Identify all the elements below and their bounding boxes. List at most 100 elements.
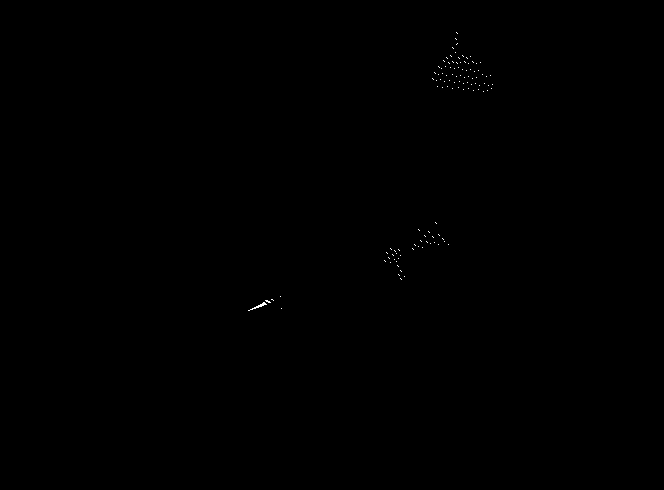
point-source [264, 303, 265, 304]
point-source [400, 270, 401, 271]
point-source [418, 229, 419, 230]
point-source [440, 79, 441, 80]
point-source [438, 244, 439, 245]
point-source [267, 300, 268, 301]
point-source [445, 66, 446, 67]
point-source [427, 242, 428, 243]
point-source [464, 77, 465, 78]
point-source [394, 259, 395, 260]
point-source [400, 255, 401, 256]
point-source [452, 61, 453, 62]
point-source [457, 33, 458, 34]
point-source [260, 306, 261, 307]
point-source [399, 275, 400, 276]
point-source [255, 308, 256, 309]
point-source [487, 90, 488, 91]
point-source [419, 230, 420, 231]
point-source [462, 55, 463, 56]
point-source [388, 257, 389, 258]
point-source [404, 276, 405, 277]
point-source [442, 238, 443, 239]
point-source [458, 87, 459, 88]
point-source [396, 253, 397, 254]
point-source [458, 67, 459, 68]
point-source [262, 305, 263, 306]
point-source [478, 70, 479, 71]
point-source [462, 69, 463, 70]
point-source [432, 236, 433, 237]
point-source [490, 75, 491, 76]
point-source [266, 304, 267, 305]
point-source [259, 306, 260, 307]
point-source [473, 62, 474, 63]
point-source [422, 247, 423, 248]
point-source [272, 299, 273, 300]
point-source [266, 300, 267, 301]
point-source [436, 80, 437, 81]
point-source [463, 56, 464, 57]
point-source [437, 86, 438, 87]
point-source [468, 88, 469, 89]
point-source [269, 302, 270, 303]
point-source [264, 304, 265, 305]
point-source [392, 254, 393, 255]
point-source [264, 302, 265, 303]
point-source [414, 244, 415, 245]
point-source [476, 77, 477, 78]
point-source [479, 85, 480, 86]
point-source [439, 67, 440, 68]
point-source [415, 245, 416, 246]
point-source [446, 75, 447, 76]
point-source [434, 72, 435, 73]
point-source [448, 62, 449, 63]
point-source [453, 48, 454, 49]
point-source [270, 302, 271, 303]
point-source [268, 302, 269, 303]
point-source [256, 307, 257, 308]
point-source [474, 71, 475, 72]
point-source [390, 248, 391, 249]
point-source [261, 306, 262, 307]
point-source [455, 52, 456, 53]
point-source [449, 80, 450, 81]
point-source [438, 74, 439, 75]
point-source [465, 62, 466, 63]
point-source [424, 235, 425, 236]
point-source [463, 89, 464, 90]
point-source [464, 61, 465, 62]
point-source [387, 253, 388, 254]
point-source [251, 309, 252, 310]
point-source [447, 86, 448, 87]
point-source [384, 260, 385, 261]
point-source [456, 62, 457, 63]
point-source [263, 303, 264, 304]
point-source [458, 57, 459, 58]
point-source [433, 237, 434, 238]
point-source [450, 55, 451, 56]
point-source [491, 88, 492, 89]
point-source [444, 241, 445, 242]
point-source [396, 261, 397, 262]
point-source [255, 307, 256, 308]
point-source [268, 301, 269, 302]
point-source [467, 58, 468, 59]
point-source [263, 302, 264, 303]
point-source [413, 249, 414, 250]
point-source [433, 79, 434, 80]
point-source [430, 243, 431, 244]
point-source [281, 308, 282, 309]
point-source [456, 44, 457, 45]
point-source [267, 301, 268, 302]
point-source [439, 235, 440, 236]
point-source [258, 307, 259, 308]
point-source [442, 87, 443, 88]
point-source [482, 74, 483, 75]
point-source [400, 278, 401, 279]
point-source [399, 250, 400, 251]
point-source [391, 249, 392, 250]
point-source [260, 305, 261, 306]
point-source [273, 300, 274, 301]
point-source [398, 258, 399, 259]
